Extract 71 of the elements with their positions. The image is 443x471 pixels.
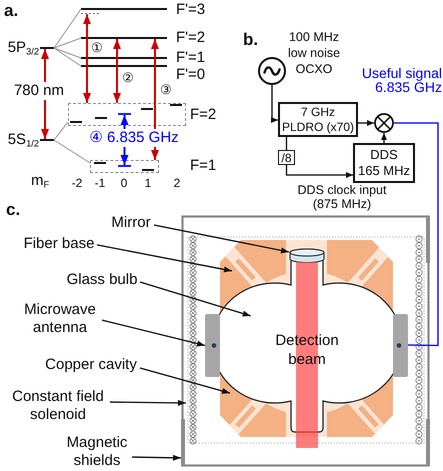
component-label: 100 MHz low noise OCXO (286, 29, 342, 78)
level-label: F'=2 (176, 29, 206, 47)
sublevel-line (141, 108, 153, 110)
signal-arrow (358, 120, 374, 126)
part-label: Mirror (108, 214, 154, 232)
splitting-line (54, 140, 90, 164)
panel-letter: a. (4, 1, 20, 21)
sublevel-line (170, 104, 182, 106)
edge-label: ② (121, 70, 135, 86)
level-label: F'=1 (176, 49, 206, 67)
edge-label: ① (90, 40, 104, 56)
sublevel-line (142, 169, 154, 171)
signal-line (286, 137, 288, 150)
axis-label: m$_{F}$ (31, 172, 50, 190)
beam-label: Detection beam (274, 331, 340, 369)
leader-line (110, 400, 186, 406)
panel-letter: c. (6, 200, 22, 220)
leader-line (96, 244, 232, 272)
virtual-level-line (81, 13, 101, 14)
energy-level-line (81, 37, 167, 39)
transition-arrow (83, 14, 91, 103)
hyperfine-level-box (68, 103, 186, 126)
tick-label: 1 (144, 175, 152, 191)
tick-label: -1 (94, 175, 106, 191)
sublevel-line (118, 165, 131, 167)
leader-line (140, 281, 251, 317)
splitting-line (54, 38, 82, 48)
part-label: Copper cavity (42, 356, 140, 374)
transition-arrow (112, 39, 122, 103)
energy-level-line (81, 57, 167, 59)
sublevel-line (95, 117, 107, 119)
splitting-line (54, 8, 82, 48)
splitting-line (54, 48, 82, 58)
level-label: 5S$_{1/2}$ (6, 130, 39, 150)
tick-label: 0 (120, 175, 128, 191)
part-label: Magnetic shields (62, 434, 132, 470)
edge-label: ③ (159, 82, 173, 98)
sublevel-line (94, 162, 106, 164)
component-box: DDS 165 MHz (353, 143, 415, 183)
level-label: F=2 (190, 106, 218, 124)
signal-arrow (271, 85, 278, 123)
level-label: F'=3 (176, 1, 206, 19)
leader-line (154, 224, 290, 254)
signal-arrow (286, 165, 353, 178)
part-label: Microwave antenna (18, 301, 102, 337)
tick-label: 2 (172, 175, 182, 191)
sublevel-line (118, 113, 131, 115)
level-label: 5P$_{3/2}$ (6, 38, 39, 58)
hyperfine-level-box (90, 160, 159, 173)
energy-level-line (81, 65, 167, 67)
edge-label: 780 nm (12, 82, 66, 100)
signal-arrow (381, 133, 387, 143)
energy-level-line (81, 8, 167, 10)
part-label: Constant field solenoid (6, 388, 110, 424)
edge-label: Useful signal 6.835 GHz (360, 66, 442, 94)
tick-label: -2 (70, 175, 84, 191)
leader-line (140, 367, 230, 394)
splitting-line (54, 48, 82, 66)
leader-line (102, 319, 206, 346)
component-box: 7 GHz PLDRO (x70) (278, 102, 358, 137)
part-label: Glass bulb (64, 271, 140, 289)
energy-level-line (40, 139, 54, 141)
leader-line (132, 454, 182, 461)
sublevel-line (70, 121, 82, 123)
energy-level-line (40, 47, 54, 49)
level-label: F=1 (190, 157, 218, 175)
edge-label: DDS clock input (875 MHz) (296, 183, 388, 213)
part-label: Fiber base (21, 235, 97, 253)
level-label: F'=0 (176, 66, 206, 84)
splitting-line (54, 122, 68, 140)
panel-letter: b. (243, 30, 260, 50)
